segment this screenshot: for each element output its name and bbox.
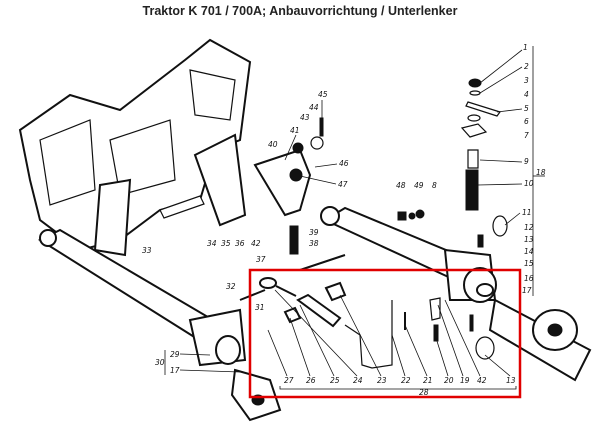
part-number-label: 29 [170,350,180,359]
left-lower-link [37,228,282,422]
part-number-label: 12 [524,223,534,232]
part-number-label: 33 [142,246,152,255]
part-number-label: 11 [522,208,532,217]
callout-labels-right: 1 2 3 4 5 6 7 9 10 18 11 12 13 14 15 16 … [477,43,546,295]
part-number-label: 47 [338,180,348,189]
part-number-label: 37 [256,255,266,264]
part-number-label: 42 [477,376,487,385]
part-number-label: 26 [306,376,316,385]
part-number-label: 7 [524,131,529,140]
part-number-label: 30 [155,358,165,367]
part-number-label: 34 [207,239,217,248]
bracket [253,148,312,217]
part-number-label: 49 [414,181,424,190]
part-number-label: 42 [251,239,261,248]
part-number-label: 24 [353,376,363,385]
part-number-label: 15 [524,259,534,268]
part-number-label: 32 [226,282,236,291]
part-number-label: 13 [524,235,534,244]
part-number-label: 9 [524,157,529,166]
part-number-label: 45 [318,90,328,99]
part-number-label: 40 [268,140,278,149]
part-number-label: 28 [419,388,429,397]
part-number-label: 1 [523,43,528,52]
part-number-label: 17 [522,286,532,295]
part-number-label: 5 [524,104,529,113]
small-parts [159,117,425,301]
part-number-label: 36 [235,239,245,248]
highlight-box [248,268,522,399]
housing-frame [18,38,252,257]
part-number-label: 25 [330,376,340,385]
part-number-label: 6 [524,117,529,126]
highlighted-assembly [259,277,495,369]
part-number-label: 2 [524,62,529,71]
part-number-label: 18 [536,168,546,177]
part-number-label: 23 [377,376,387,385]
part-number-label: 3 [524,76,529,85]
callout-labels-bottom: 27 26 25 24 23 22 21 20 19 42 13 28 [267,289,517,397]
part-number-label: 22 [401,376,411,385]
part-number-label: 20 [444,376,454,385]
part-number-label: 27 [284,376,294,385]
part-number-label: 19 [460,376,470,385]
part-number-label: 17 [170,366,180,375]
part-number-label: 39 [309,228,319,237]
part-number-label: 14 [524,247,534,256]
part-number-label: 46 [339,159,349,168]
part-number-label: 13 [506,376,516,385]
diagram-title: Traktor K 701 / 700A; Anbauvorrichtung /… [142,4,458,18]
part-number-label: 10 [524,179,534,188]
part-number-label: 31 [255,303,265,312]
right-column-parts [460,46,545,296]
part-number-label: 21 [423,376,433,385]
part-number-label: 4 [524,90,529,99]
part-number-label: 38 [309,239,319,248]
callout-labels-middle: 45 44 43 41 40 46 47 48 49 8 34 35 36 42… [142,90,437,375]
part-number-label: 43 [300,113,310,122]
part-number-label: 44 [309,103,319,112]
part-number-label: 48 [396,181,406,190]
part-number-label: 41 [290,126,300,135]
part-number-label: 35 [221,239,231,248]
part-number-label: 8 [432,181,437,190]
part-number-label: 16 [524,274,534,283]
